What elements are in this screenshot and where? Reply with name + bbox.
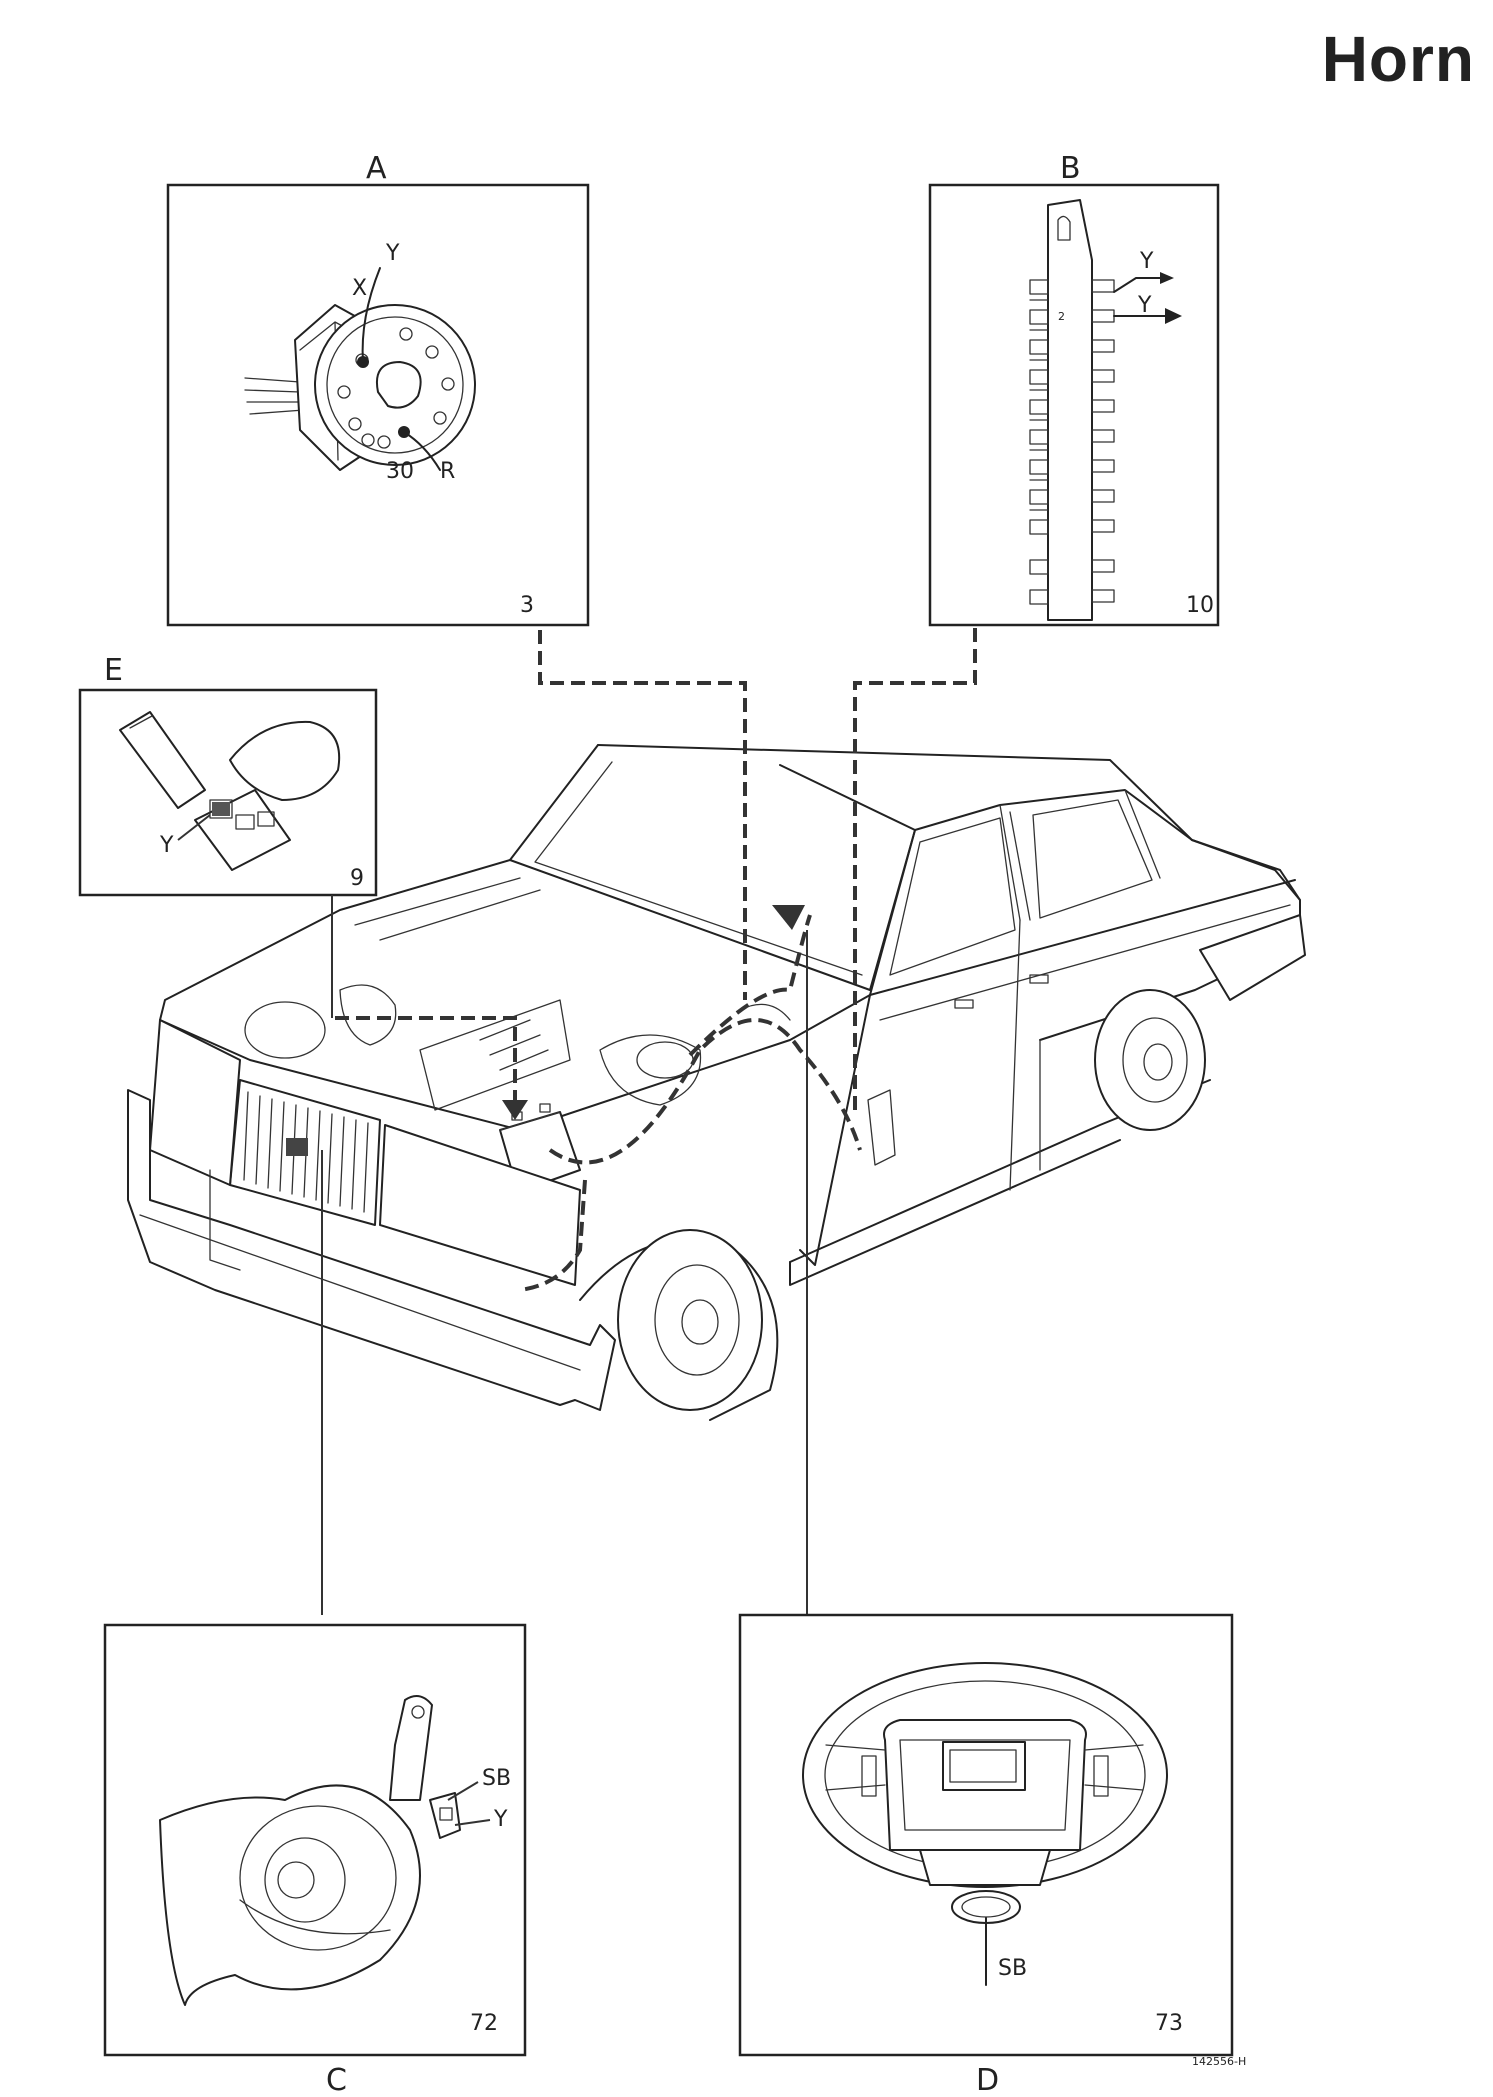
panel-a-wire-y: Y — [385, 241, 400, 266]
figure-code: 142556-H — [1192, 2055, 1246, 2068]
panel-d-label: D — [976, 2063, 999, 2097]
panel-a-frame — [166, 183, 590, 627]
panel-b-number: 10 — [1186, 593, 1214, 618]
relay-icon — [119, 711, 341, 871]
panel-c-label: C — [326, 2063, 347, 2097]
panel-c: C 72 SB Y — [103, 1623, 527, 2097]
panel-d-wire-sb: SB — [998, 1956, 1027, 1981]
panel-b-wire-y-out: Y — [1137, 293, 1152, 318]
panel-e-wire-y: Y — [159, 833, 174, 858]
panel-d: D 73 SB — [738, 1613, 1234, 2097]
panel-d-frame — [738, 1613, 1234, 2057]
connector-strip-icon — [1029, 199, 1182, 621]
panel-d-number: 73 — [1155, 2011, 1183, 2036]
panel-b-frame — [928, 183, 1220, 627]
panel-e-number: 9 — [350, 866, 364, 891]
panel-a-label: A — [366, 151, 387, 186]
panel-c-number: 72 — [470, 2011, 498, 2036]
panel-c-wire-sb: SB — [482, 1766, 511, 1791]
page-title: Horn — [1321, 23, 1475, 95]
panel-e-label: E — [104, 653, 123, 688]
panel-c-frame — [103, 1623, 527, 2057]
ignition-switch-icon — [244, 267, 476, 471]
panel-a-number: 3 — [520, 593, 534, 618]
horn-icon — [159, 1695, 461, 2006]
panel-e: E 9 Y — [78, 653, 378, 897]
panel-b-wire-y-in: Y — [1139, 249, 1154, 274]
panel-b: B 10 Y Y 2 — [928, 151, 1220, 627]
panel-a-wire-r: R — [440, 459, 455, 484]
panel-c-wire-y: Y — [493, 1807, 508, 1832]
wire-to-panel-b — [853, 628, 977, 1115]
wire-to-column — [688, 914, 812, 1057]
car-illustration — [127, 744, 1306, 1421]
panel-b-label: B — [1060, 151, 1081, 186]
wire-engine-bay — [335, 1016, 517, 1110]
panel-a-wire-x: X — [352, 276, 367, 301]
horn-wiring-harness — [335, 628, 977, 1292]
panel-a: A 3 — [166, 151, 590, 627]
wire-under-hood — [548, 1018, 862, 1165]
panel-a-terminal-30: 30 — [386, 459, 414, 484]
steering-wheel-icon — [802, 1662, 1168, 1986]
panel-b-pin-2: 2 — [1058, 310, 1065, 323]
wire-to-horn — [519, 1179, 587, 1292]
wire-to-panel-a — [538, 630, 747, 1000]
panel-e-frame — [78, 688, 378, 897]
